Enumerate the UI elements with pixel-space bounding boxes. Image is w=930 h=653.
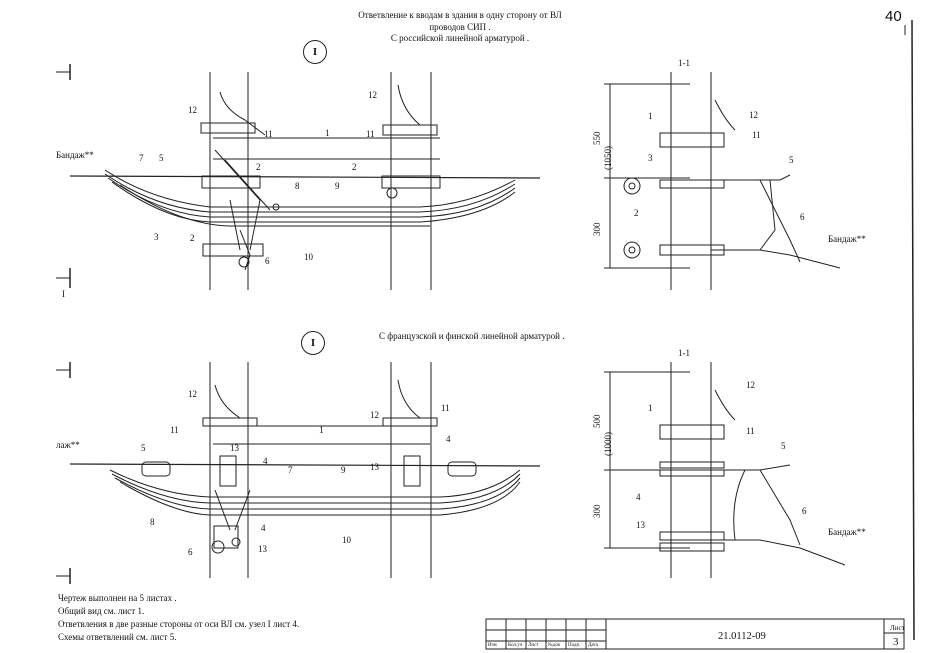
label-bandage-bottom: Бандаж** xyxy=(828,527,866,537)
callout: 12 xyxy=(746,380,755,390)
dim-top-1: 550 xyxy=(592,131,602,145)
title-line-3: С российской линейной арматурой . xyxy=(390,33,530,44)
callout: 6 xyxy=(802,506,807,516)
callout: 6 xyxy=(800,212,805,222)
callout: 11 xyxy=(264,129,273,139)
callout: 10 xyxy=(342,535,352,545)
sheet-label: Лист xyxy=(890,624,905,632)
callout: 5 xyxy=(159,153,164,163)
left-marker-i: I xyxy=(62,289,65,299)
label-bandage-top: Бандаж** xyxy=(828,234,866,244)
callout: 4 xyxy=(261,523,266,533)
callout: 8 xyxy=(295,181,300,191)
callout: 10 xyxy=(304,252,314,262)
dim-top-2: 300 xyxy=(592,222,602,236)
title-line-2: проводов СИП . xyxy=(429,21,491,32)
callout: 6 xyxy=(188,547,193,557)
drawing-title: Ответвление к вводам в здания в одну сто… xyxy=(330,10,590,45)
stamp-col: Изм xyxy=(488,643,497,648)
sheet-number: 3 xyxy=(893,636,899,648)
callout: 13 xyxy=(370,462,380,472)
callout: 1 xyxy=(648,403,653,413)
callout: 2 xyxy=(256,162,261,172)
callout: 11 xyxy=(366,129,375,139)
callout: 4 xyxy=(263,456,268,466)
callout: 1 xyxy=(325,128,330,138)
note-line: Общий вид см. лист 1. xyxy=(58,606,145,617)
bottom-caption: С французской и финской линейной арматур… xyxy=(379,331,565,341)
callout: 13 xyxy=(230,443,240,453)
callout: 2 xyxy=(634,208,639,218)
callout: 11 xyxy=(746,426,755,436)
callout: 2 xyxy=(190,233,195,243)
label-bandage-left-top: Бандаж** xyxy=(56,150,94,160)
note-line: Схемы ответвлений см. лист 5. xyxy=(58,632,177,643)
callout: 4 xyxy=(446,434,451,444)
callout: 12 xyxy=(370,410,379,420)
callout: 11 xyxy=(752,130,761,140)
callout: 3 xyxy=(648,153,653,163)
callout: 7 xyxy=(139,153,144,163)
callout: 12 xyxy=(749,110,758,120)
callout: 12 xyxy=(368,90,377,100)
callout: 13 xyxy=(636,520,646,530)
side-view-label-bottom: 1-1 xyxy=(678,348,690,358)
callout: 3 xyxy=(154,232,159,242)
stamp-col: Дата xyxy=(588,643,598,648)
stamp-col: Кол.уч xyxy=(508,643,523,648)
dim-bottom-1: 500 xyxy=(592,414,602,428)
stamp-col: Лист xyxy=(528,643,539,648)
section-marker-bottom: I xyxy=(301,331,325,355)
callout: 11 xyxy=(441,403,450,413)
callout: 9 xyxy=(335,181,340,191)
callout: 5 xyxy=(781,441,786,451)
callout: 1 xyxy=(319,425,324,435)
callout: 1 xyxy=(648,111,653,121)
callout: 13 xyxy=(258,544,268,554)
callout: 2 xyxy=(352,162,357,172)
callout: 7 xyxy=(288,465,293,475)
stamp-col: Подп. xyxy=(568,643,581,648)
drawing-notes: Чертеж выполнен на 5 листах . Общий вид … xyxy=(58,592,299,644)
title-line-1: Ответвление к вводам в здания в одну сто… xyxy=(358,10,562,20)
callout: 5 xyxy=(141,443,146,453)
document-number: 21.0112-09 xyxy=(718,631,766,642)
label-bandage-left-bottom: лаж** xyxy=(56,440,80,450)
section-marker-top: I xyxy=(303,40,327,64)
callout: 12 xyxy=(188,105,197,115)
stamp-col: №док xyxy=(548,643,561,648)
callout: 6 xyxy=(265,256,270,266)
note-line: Ответвления в две разные стороны от оси … xyxy=(58,619,300,630)
callout: 11 xyxy=(170,425,179,435)
callout: 4 xyxy=(636,492,641,502)
callout: 8 xyxy=(150,517,155,527)
note-line: Чертеж выполнен на 5 листах . xyxy=(58,593,177,603)
side-view-label-top: 1-1 xyxy=(678,58,690,68)
callout: 9 xyxy=(341,465,346,475)
dim-bottom-1b: (1000) xyxy=(603,432,613,456)
callout: 5 xyxy=(789,155,794,165)
dim-bottom-2: 300 xyxy=(592,504,602,518)
dim-top-1b: (1050) xyxy=(603,146,613,170)
callout: 12 xyxy=(188,389,197,399)
page-number: 40 xyxy=(885,8,902,25)
